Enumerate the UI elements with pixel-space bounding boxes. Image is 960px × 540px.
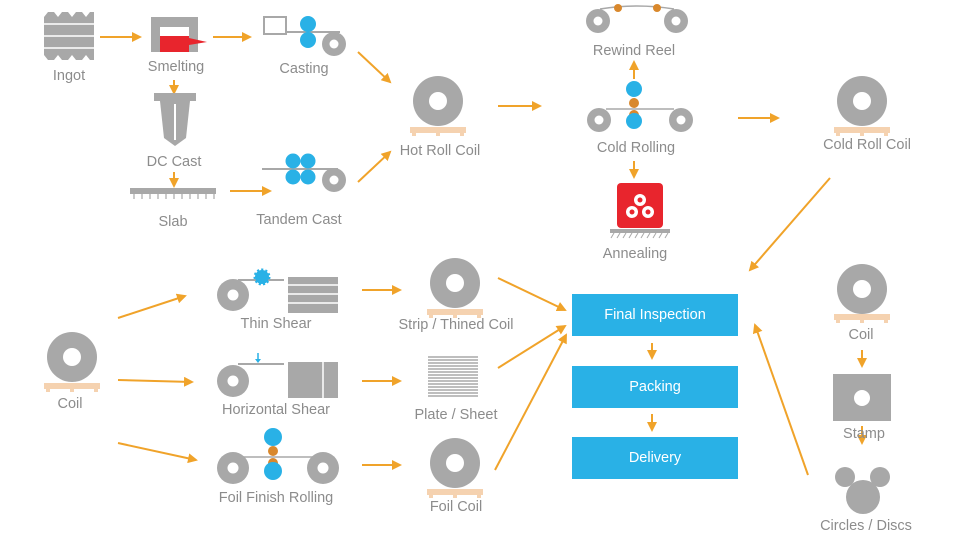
annealing-label: Annealing <box>602 246 668 262</box>
strip-coil-icon <box>427 258 483 318</box>
foil-coil-label: Foil Coil <box>429 499 483 515</box>
foil-finish-rolling-icon <box>217 428 339 484</box>
slab-label: Slab <box>158 214 188 230</box>
tandem-cast-icon <box>262 153 346 192</box>
coil-right-icon <box>834 264 890 323</box>
horizontal-shear-icon <box>217 353 338 398</box>
arrow-tandem-hotroll <box>357 150 392 183</box>
tandem-cast-label: Tandem Cast <box>256 212 342 228</box>
ingot-label: Ingot <box>52 68 86 84</box>
final-inspection-label: Final Inspection <box>604 307 706 323</box>
packing-box: Packing <box>572 366 738 408</box>
stamp-label: Stamp <box>843 426 885 442</box>
rewind-reel-icon <box>586 4 688 33</box>
delivery-label: Delivery <box>628 450 682 466</box>
cold-rolling-icon <box>587 81 693 132</box>
hot-roll-coil-icon <box>410 76 466 136</box>
casting-icon <box>263 16 346 56</box>
coil-left-label: Coil <box>57 396 83 412</box>
strip-coil-label: Strip / Thined Coil <box>398 317 514 333</box>
final-inspection-box: Final Inspection <box>572 294 738 336</box>
arrow-foilcoil-finalinspection <box>494 333 567 471</box>
plate-sheet-stack-icon <box>428 356 478 397</box>
smelting-label: Smelting <box>147 59 205 75</box>
stamp-icon <box>833 374 891 421</box>
dc-cast-icon <box>154 93 196 146</box>
coil-right-label: Coil <box>848 327 874 343</box>
arrow-strip-finalinspection <box>497 277 567 312</box>
coil-left-icon <box>44 332 100 392</box>
arrow-coil-thinshear <box>117 293 187 319</box>
foil-finish-rolling-label: Foil Finish Rolling <box>218 490 334 506</box>
thin-shear-icon <box>217 268 338 313</box>
slab-icon <box>130 188 216 199</box>
foil-coil-icon <box>427 438 483 498</box>
thin-shear-label: Thin Shear <box>240 316 312 332</box>
ingot-icon <box>44 12 94 60</box>
arrow-coil-horizontal <box>117 376 194 387</box>
arrow-casting-hotroll <box>357 51 392 84</box>
plate-sheet-label: Plate / Sheet <box>414 407 498 423</box>
arrow-coldroll-finalinspection <box>748 177 831 272</box>
cold-roll-coil-label: Cold Roll Coil <box>823 137 911 153</box>
rewind-reel-label: Rewind Reel <box>592 43 676 59</box>
packing-label: Packing <box>629 379 681 395</box>
circles-discs-icon <box>835 467 890 514</box>
delivery-box: Delivery <box>572 437 738 479</box>
dc-cast-label: DC Cast <box>146 154 202 170</box>
smelting-furnace-icon <box>151 17 207 52</box>
flow-arrows <box>100 32 867 476</box>
arrow-coil-foil <box>117 442 198 464</box>
casting-label: Casting <box>279 61 329 77</box>
arrow-circles-finalinspection <box>752 323 809 476</box>
hot-roll-coil-label: Hot Roll Coil <box>399 143 481 159</box>
horizontal-shear-label: Horizontal Shear <box>222 402 330 418</box>
cold-rolling-label: Cold Rolling <box>596 140 676 156</box>
cold-roll-coil-icon <box>834 76 890 136</box>
arrow-plate-finalinspection <box>497 324 567 369</box>
circles-discs-label: Circles / Discs <box>820 518 912 534</box>
annealing-furnace-icon <box>610 183 670 239</box>
